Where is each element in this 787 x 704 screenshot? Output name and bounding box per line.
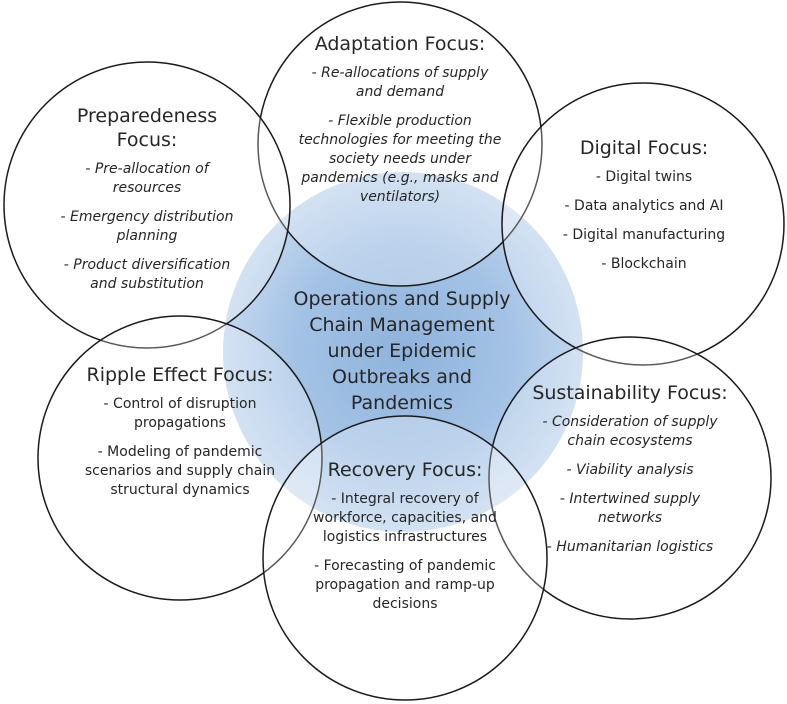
ripple-item: - Control of disruption propagations xyxy=(103,396,257,431)
digital-item: - Blockchain xyxy=(601,256,687,272)
center-line: Operations and Supply xyxy=(293,288,511,310)
preparedness-circle xyxy=(3,61,291,349)
sustainability-item: - Intertwined supply networks xyxy=(559,491,701,526)
recovery-item: - Integral recovery of workforce, capaci… xyxy=(313,491,497,545)
digital-circle xyxy=(501,82,785,366)
center-line: Chain Management xyxy=(309,314,495,336)
ripple-effect-focus: Ripple Effect Focus: - Control of disrup… xyxy=(74,363,286,510)
digital-item: - Digital twins xyxy=(595,169,693,185)
recovery-focus: Recovery Focus: - Integral recovery of w… xyxy=(310,458,500,624)
adaptation-item: - Re-allocations of supply and demand xyxy=(311,65,489,100)
center-line: under Epidemic xyxy=(327,340,477,362)
ripple-title: Ripple Effect Focus: xyxy=(86,364,274,386)
digital-item: - Digital manufacturing xyxy=(562,227,726,243)
adaptation-title: Adaptation Focus: xyxy=(314,33,486,55)
digital-title: Digital Focus: xyxy=(579,137,709,159)
center-line: Pandemics xyxy=(350,392,454,414)
preparedness-focus: Preparedeness Focus: - Pre-allocation of… xyxy=(50,104,244,304)
sustainability-item: - Viability analysis xyxy=(566,462,694,478)
sustainability-title: Sustainability Focus: xyxy=(532,382,728,404)
preparedness-title: Focus: xyxy=(116,129,178,151)
center-line: Outbreaks and xyxy=(332,366,472,388)
adaptation-focus: Adaptation Focus: - Re-allocations of su… xyxy=(298,32,502,217)
center-label: Operations and Supply Chain Management u… xyxy=(262,286,542,416)
adaptation-circle xyxy=(257,1,543,287)
sustainability-focus: Sustainability Focus: - Consideration of… xyxy=(532,381,728,567)
ripple-circle xyxy=(37,315,323,601)
sustainability-item: - Humanitarian logistics xyxy=(546,539,714,555)
adaptation-item: - Flexible production technologies for m… xyxy=(298,113,502,205)
preparedness-item: - Product diversification and substituti… xyxy=(63,257,231,292)
recovery-title: Recovery Focus: xyxy=(327,459,483,481)
ripple-item: - Modeling of pandemic scenarios and sup… xyxy=(84,444,276,498)
digital-focus: Digital Focus: - Digital twins - Data an… xyxy=(550,136,738,284)
preparedness-title: Preparedeness xyxy=(76,105,218,127)
sustainability-circle xyxy=(488,336,772,620)
preparedness-item: - Emergency distribution planning xyxy=(60,209,234,244)
digital-item: - Data analytics and AI xyxy=(564,198,724,214)
sustainability-item: - Consideration of supply chain ecosyste… xyxy=(542,414,718,449)
preparedness-item: - Pre-allocation of resources xyxy=(85,161,209,196)
recovery-item: - Forecasting of pandemic propagation an… xyxy=(314,558,496,612)
recovery-circle xyxy=(262,415,548,701)
